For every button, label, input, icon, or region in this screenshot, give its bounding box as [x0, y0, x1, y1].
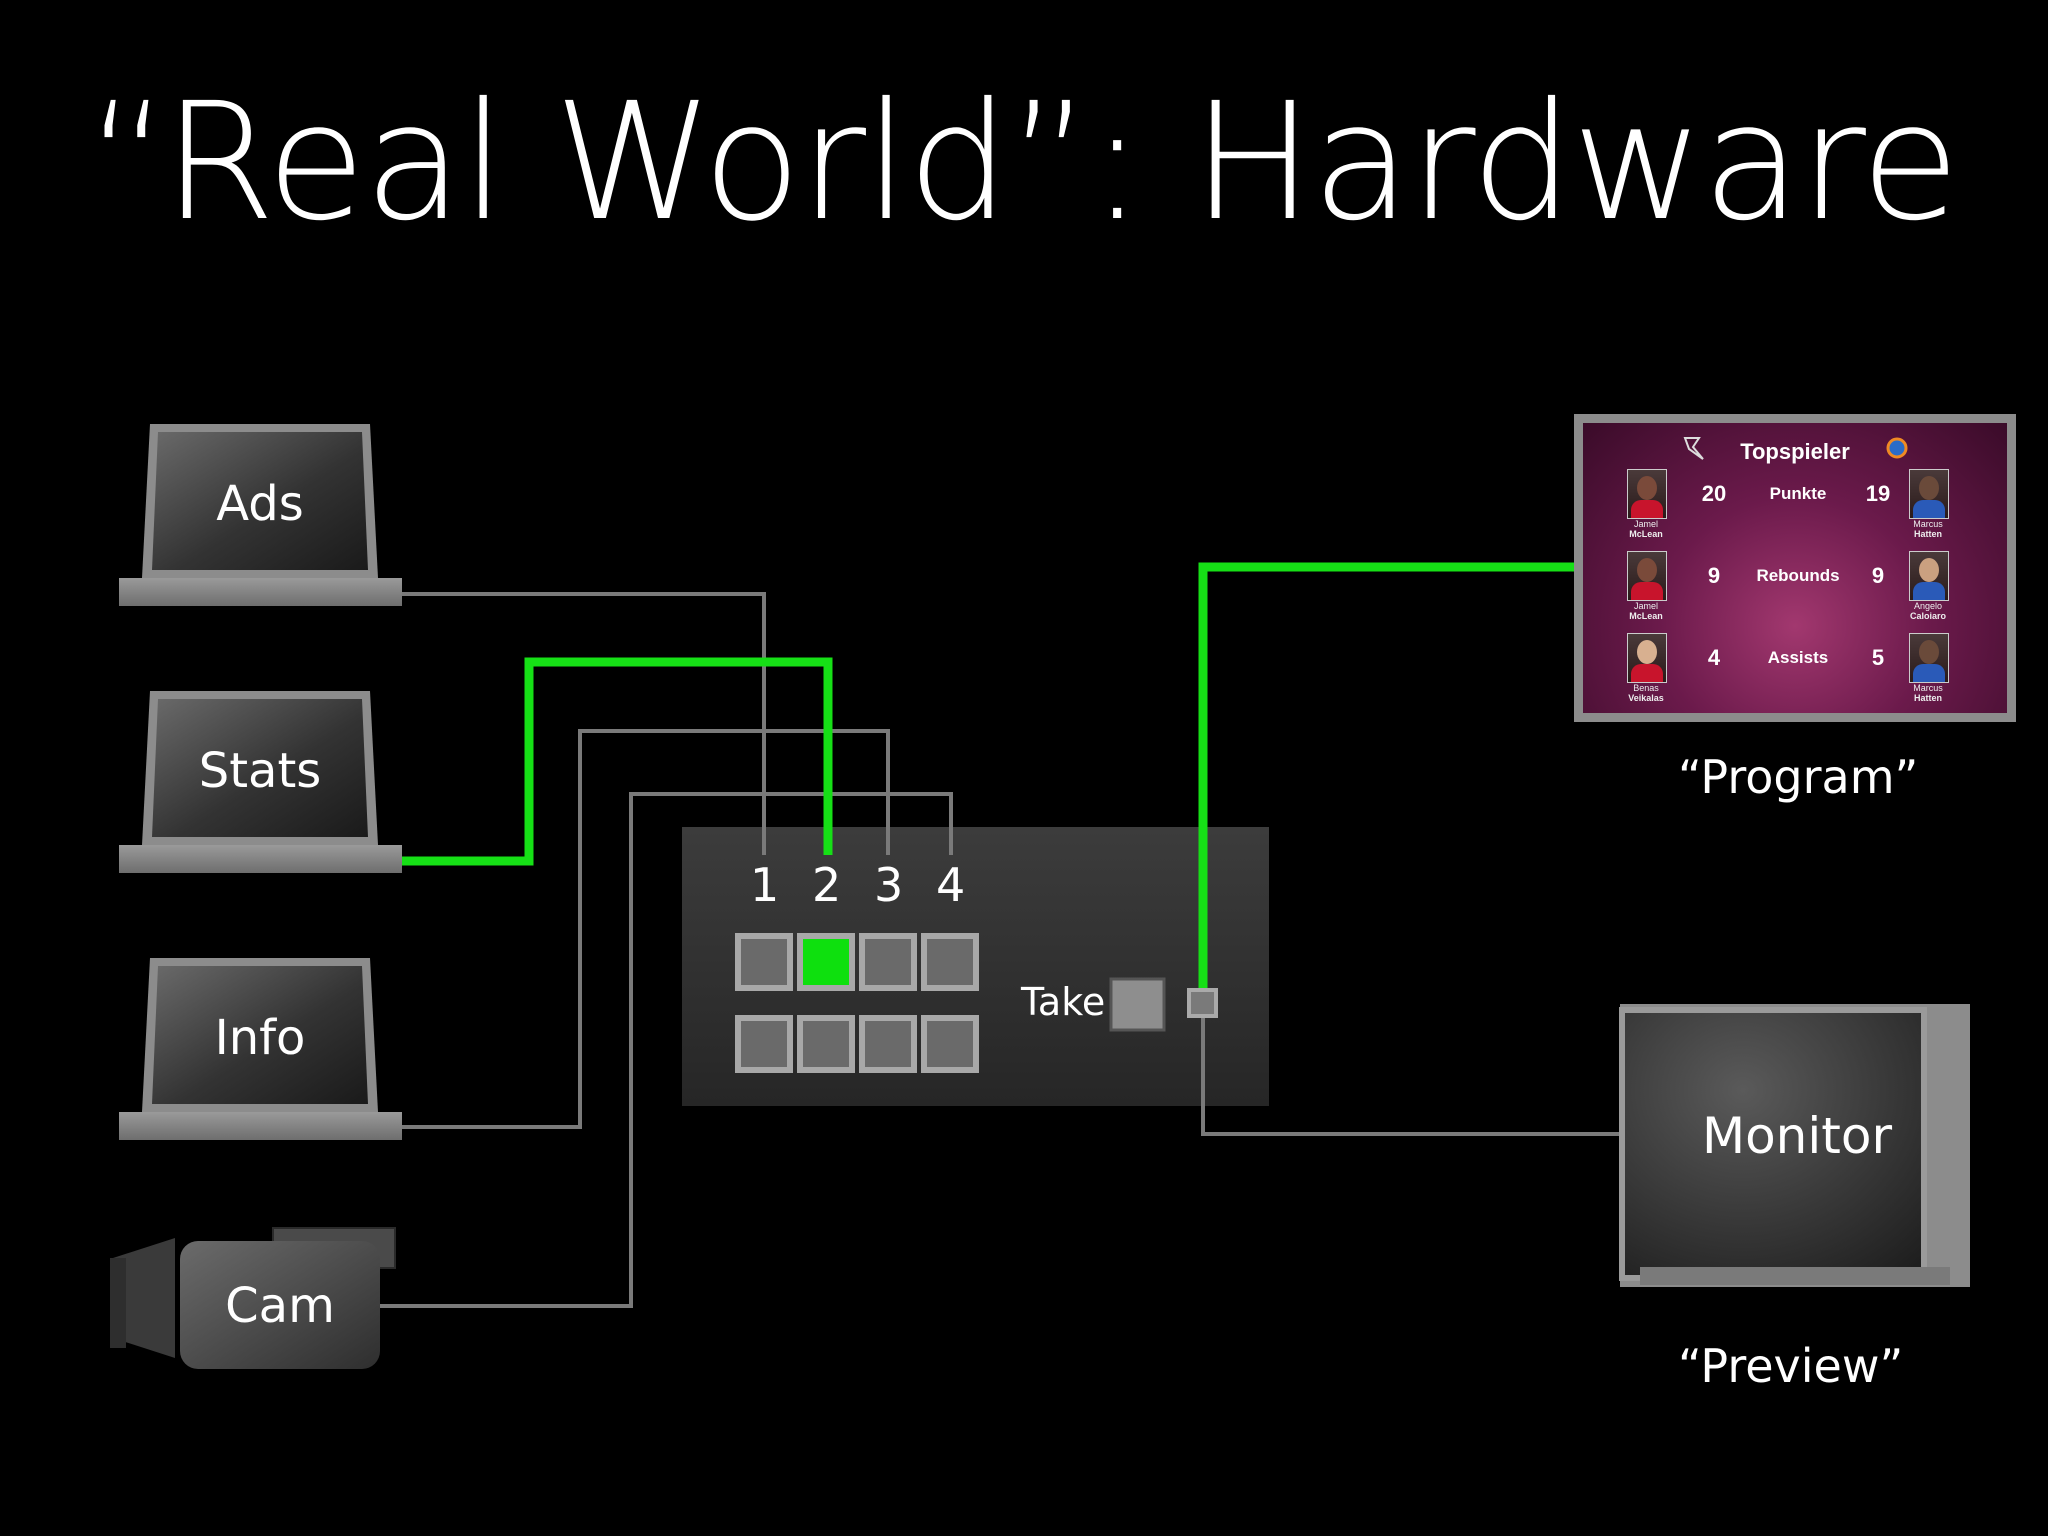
stat-value-right: 9 [1871, 563, 1885, 588]
laptop-info [119, 958, 402, 1140]
stat-category: Punkte [1769, 484, 1827, 503]
source-label-stats: Stats [198, 743, 322, 799]
camera-icon [110, 1227, 396, 1369]
stat-category: Rebounds [1756, 566, 1840, 585]
input-button-1 [735, 933, 793, 991]
stat-value-right: 5 [1871, 645, 1885, 670]
program-caption: “Program” [1678, 750, 1919, 804]
team-logo-right-icon [1886, 437, 1908, 459]
wire-out-to-program [1198, 562, 1580, 990]
input-number-1: 1 [750, 858, 780, 912]
wire-ads-to-input-1 [400, 592, 766, 855]
player-photo [1909, 633, 1949, 683]
laptop-stats [119, 691, 402, 873]
monitor-device [1619, 1004, 1970, 1287]
switcher-buttons [735, 933, 1218, 1073]
preview-caption: “Preview” [1678, 1339, 1904, 1393]
input-button-2 [797, 933, 855, 991]
player-photo [1627, 633, 1667, 683]
preview-button-2 [797, 1015, 855, 1073]
input-number-3: 3 [874, 858, 904, 912]
input-number-4: 4 [936, 858, 966, 912]
stat-value-left: 9 [1707, 563, 1721, 588]
player-photo [1909, 551, 1949, 601]
player-photo [1627, 551, 1667, 601]
take-button [1109, 977, 1166, 1032]
laptop-ads [119, 424, 402, 606]
stat-category: Assists [1767, 648, 1829, 667]
take-label: Take [1021, 980, 1106, 1024]
preview-button-3 [859, 1015, 917, 1073]
wire-cam-to-input-4 [380, 792, 953, 1308]
source-label-info: Info [214, 1010, 306, 1066]
program-screen-title: Topspieler [1740, 439, 1850, 464]
slide-title: “Real World”: Hardware [86, 69, 1960, 257]
input-number-2: 2 [812, 858, 842, 912]
source-label-cam: Cam [225, 1278, 335, 1334]
wire-out-to-monitor [1201, 1014, 1624, 1136]
wire-stats-to-input-2 [400, 657, 833, 866]
player-photo [1909, 469, 1949, 519]
wire-info-to-input-3 [400, 729, 890, 1129]
stat-value-left: 20 [1701, 481, 1727, 506]
output-port [1187, 988, 1218, 1018]
preview-button-1 [735, 1015, 793, 1073]
stat-value-left: 4 [1707, 645, 1721, 670]
source-label-ads: Ads [216, 476, 304, 532]
player-photo [1627, 469, 1667, 519]
input-button-4 [921, 933, 979, 991]
team-logo-left-icon [1683, 437, 1704, 460]
monitor-label: Monitor [1701, 1107, 1893, 1165]
stat-value-right: 19 [1865, 481, 1891, 506]
preview-button-4 [921, 1015, 979, 1073]
input-button-3 [859, 933, 917, 991]
